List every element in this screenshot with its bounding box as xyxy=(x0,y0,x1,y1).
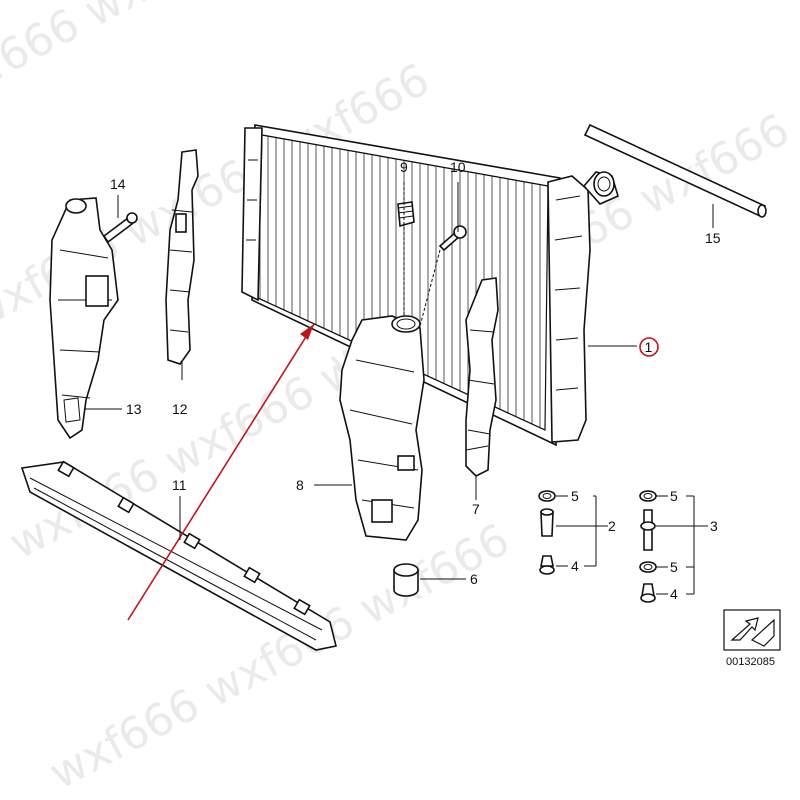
bolt-part-14 xyxy=(102,212,138,244)
callout-3: 3 xyxy=(710,518,718,534)
callout-4b: 4 xyxy=(670,586,678,602)
callout-1-circle xyxy=(639,337,659,357)
callout-12: 12 xyxy=(172,401,188,417)
lower-bar-part-11 xyxy=(20,460,337,651)
callout-7: 7 xyxy=(472,501,480,517)
callout-11: 11 xyxy=(172,477,187,493)
callout-15: 15 xyxy=(705,230,721,246)
callout-1: 1 xyxy=(645,339,653,355)
callout-9: 9 xyxy=(400,159,408,175)
callout-14: 14 xyxy=(110,176,126,192)
callout-8: 8 xyxy=(296,477,304,493)
expansion-tank-part-8 xyxy=(339,315,425,541)
callout-5b: 5 xyxy=(670,488,678,504)
document-number: 00132085 xyxy=(726,656,775,668)
document-reference: 00132085 xyxy=(723,609,781,668)
callout-6: 6 xyxy=(470,571,478,587)
hose-part-15 xyxy=(583,123,767,218)
red-arrowhead xyxy=(300,324,314,340)
callout-5c: 5 xyxy=(670,559,678,575)
leader-lines xyxy=(84,182,714,595)
callout-labels: 1 2 3 4 4 5 5 5 6 7 8 9 10 11 12 13 14 1… xyxy=(110,159,721,602)
callout-10: 10 xyxy=(450,159,466,175)
callout-13: 13 xyxy=(126,401,142,417)
red-pointer-line xyxy=(127,323,315,621)
svg-text:wxf666 wxf666 wxf666: wxf666 wxf666 wxf666 xyxy=(41,514,517,800)
bracket-part-7 xyxy=(465,277,499,477)
screw-part-10 xyxy=(438,225,467,252)
bracket-part-12 xyxy=(165,149,199,365)
rubber-mount-part-6 xyxy=(393,563,419,597)
reference-arrow-icon xyxy=(730,617,775,647)
cap-part-9 xyxy=(397,201,415,228)
drain-plug-group-2 xyxy=(538,490,556,575)
drain-plug-group-3 xyxy=(639,490,657,603)
callout-5a: 5 xyxy=(571,488,579,504)
callout-4a: 4 xyxy=(571,558,579,574)
callout-2: 2 xyxy=(608,518,616,534)
